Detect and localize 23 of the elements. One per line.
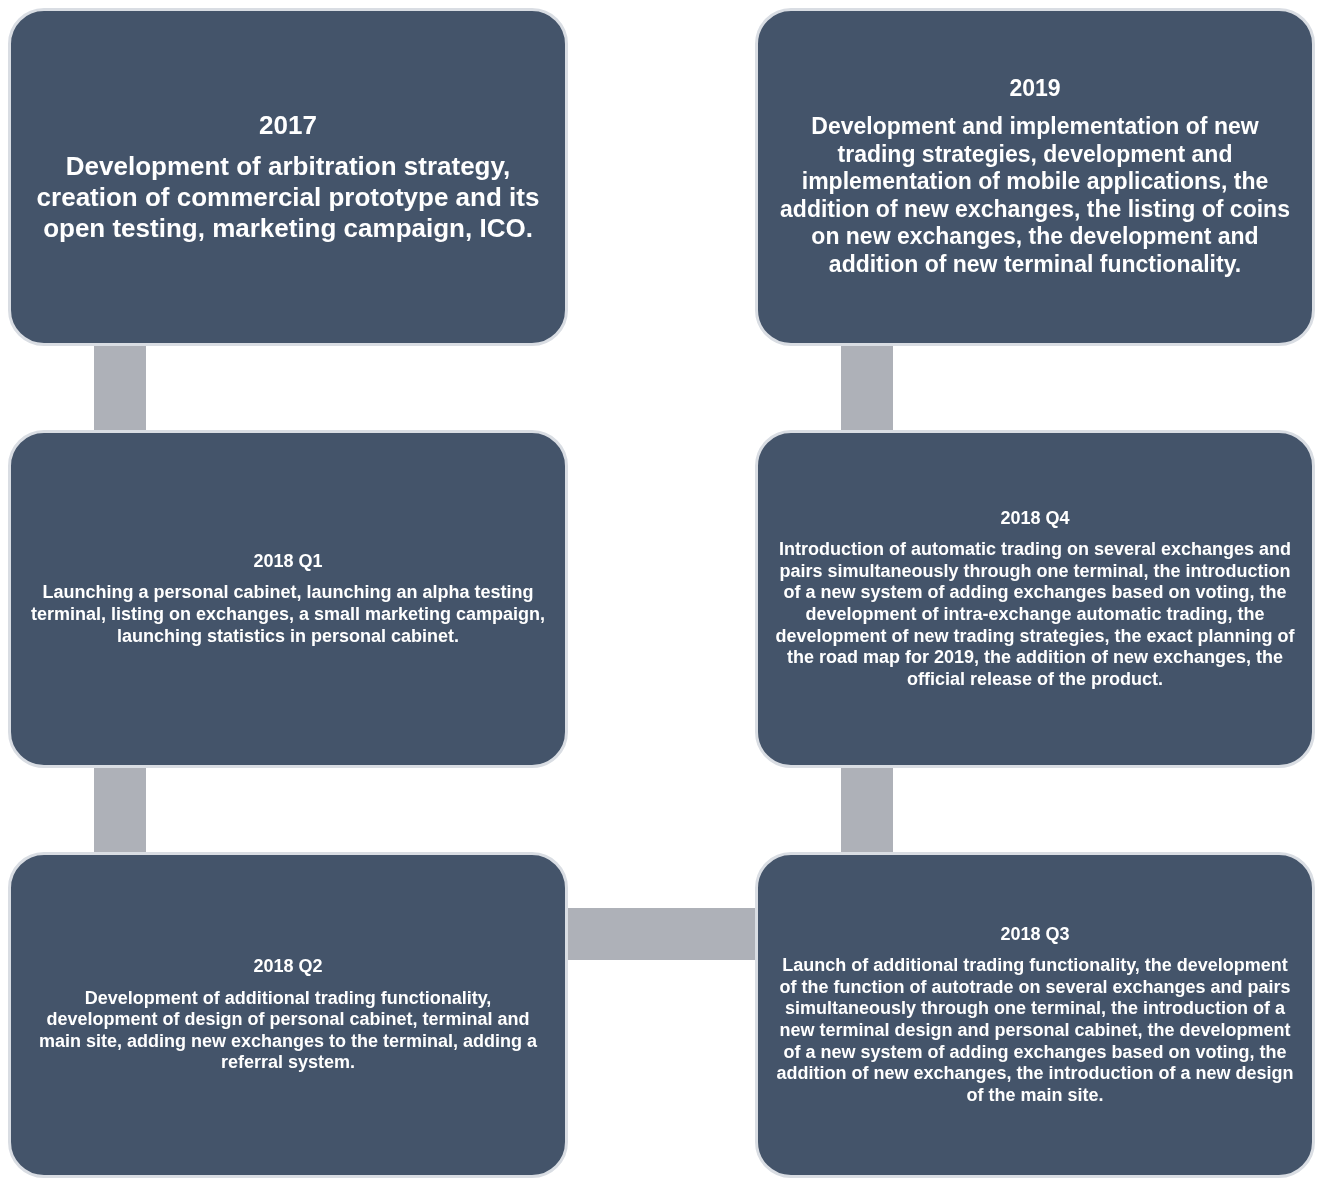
milestone-box: [755, 430, 1315, 768]
milestone-date: 2017: [258, 109, 318, 141]
milestone-box: [8, 852, 568, 1178]
connector-bar: [94, 346, 146, 430]
milestone-description: Development of additional trading functionality, development of design of personal cabinet, terminal and main site, adding new exchanges to the terminal, adding a referral system.: [37, 987, 539, 1074]
connector-bar: [841, 346, 893, 430]
milestone-date: 2018 Q2: [252, 956, 324, 978]
milestone-description: Development and implementation of new trading strategies, development and implementation of mobile applications, the addition of new exchanges, the listing of coins on new exchanges, the development and addition of new terminal functionality.: [779, 113, 1291, 279]
connector-bar: [94, 768, 146, 852]
milestone-date: 2018 Q4: [999, 507, 1071, 530]
milestone-description: Launching a personal cabinet, launching an alpha testing terminal, listing on exchanges, a small marketing campaign, launching statistics in personal cabinet.: [29, 582, 547, 648]
milestone-date: 2018 Q3: [999, 923, 1071, 946]
milestone-box: [8, 8, 568, 346]
connector-bar: [841, 768, 893, 852]
milestone-description: Introduction of automatic trading on several exchanges and pairs simultaneously through one terminal, the introduction of a new system of adding exchanges based on voting, the development of intra-exchange automatic trading, the development of new trading strategies, the exact planning of the road map for 2019, the addition of new exchanges, the official release of the product.: [774, 539, 1296, 691]
milestone-date: 2019: [1008, 75, 1062, 103]
milestone-box: [8, 430, 568, 768]
connector-bar: [568, 908, 755, 960]
milestone-description: Launch of additional trading functionality, the development of the function of autotrade on several exchanges and pairs simultaneously through one terminal, the introduction of a new terminal design and personal cabinet, the development of a new system of adding exchanges based on voting, the addition of new exchanges, the introduction of a new design of the main site.: [775, 955, 1295, 1107]
milestone-box: [755, 852, 1315, 1178]
milestone-date: 2018 Q1: [252, 550, 324, 573]
milestone-description: Development of arbitration strategy, creation of commercial prototype and its open testing, marketing campaign, ICO.: [35, 150, 541, 245]
milestone-box: [755, 8, 1315, 346]
